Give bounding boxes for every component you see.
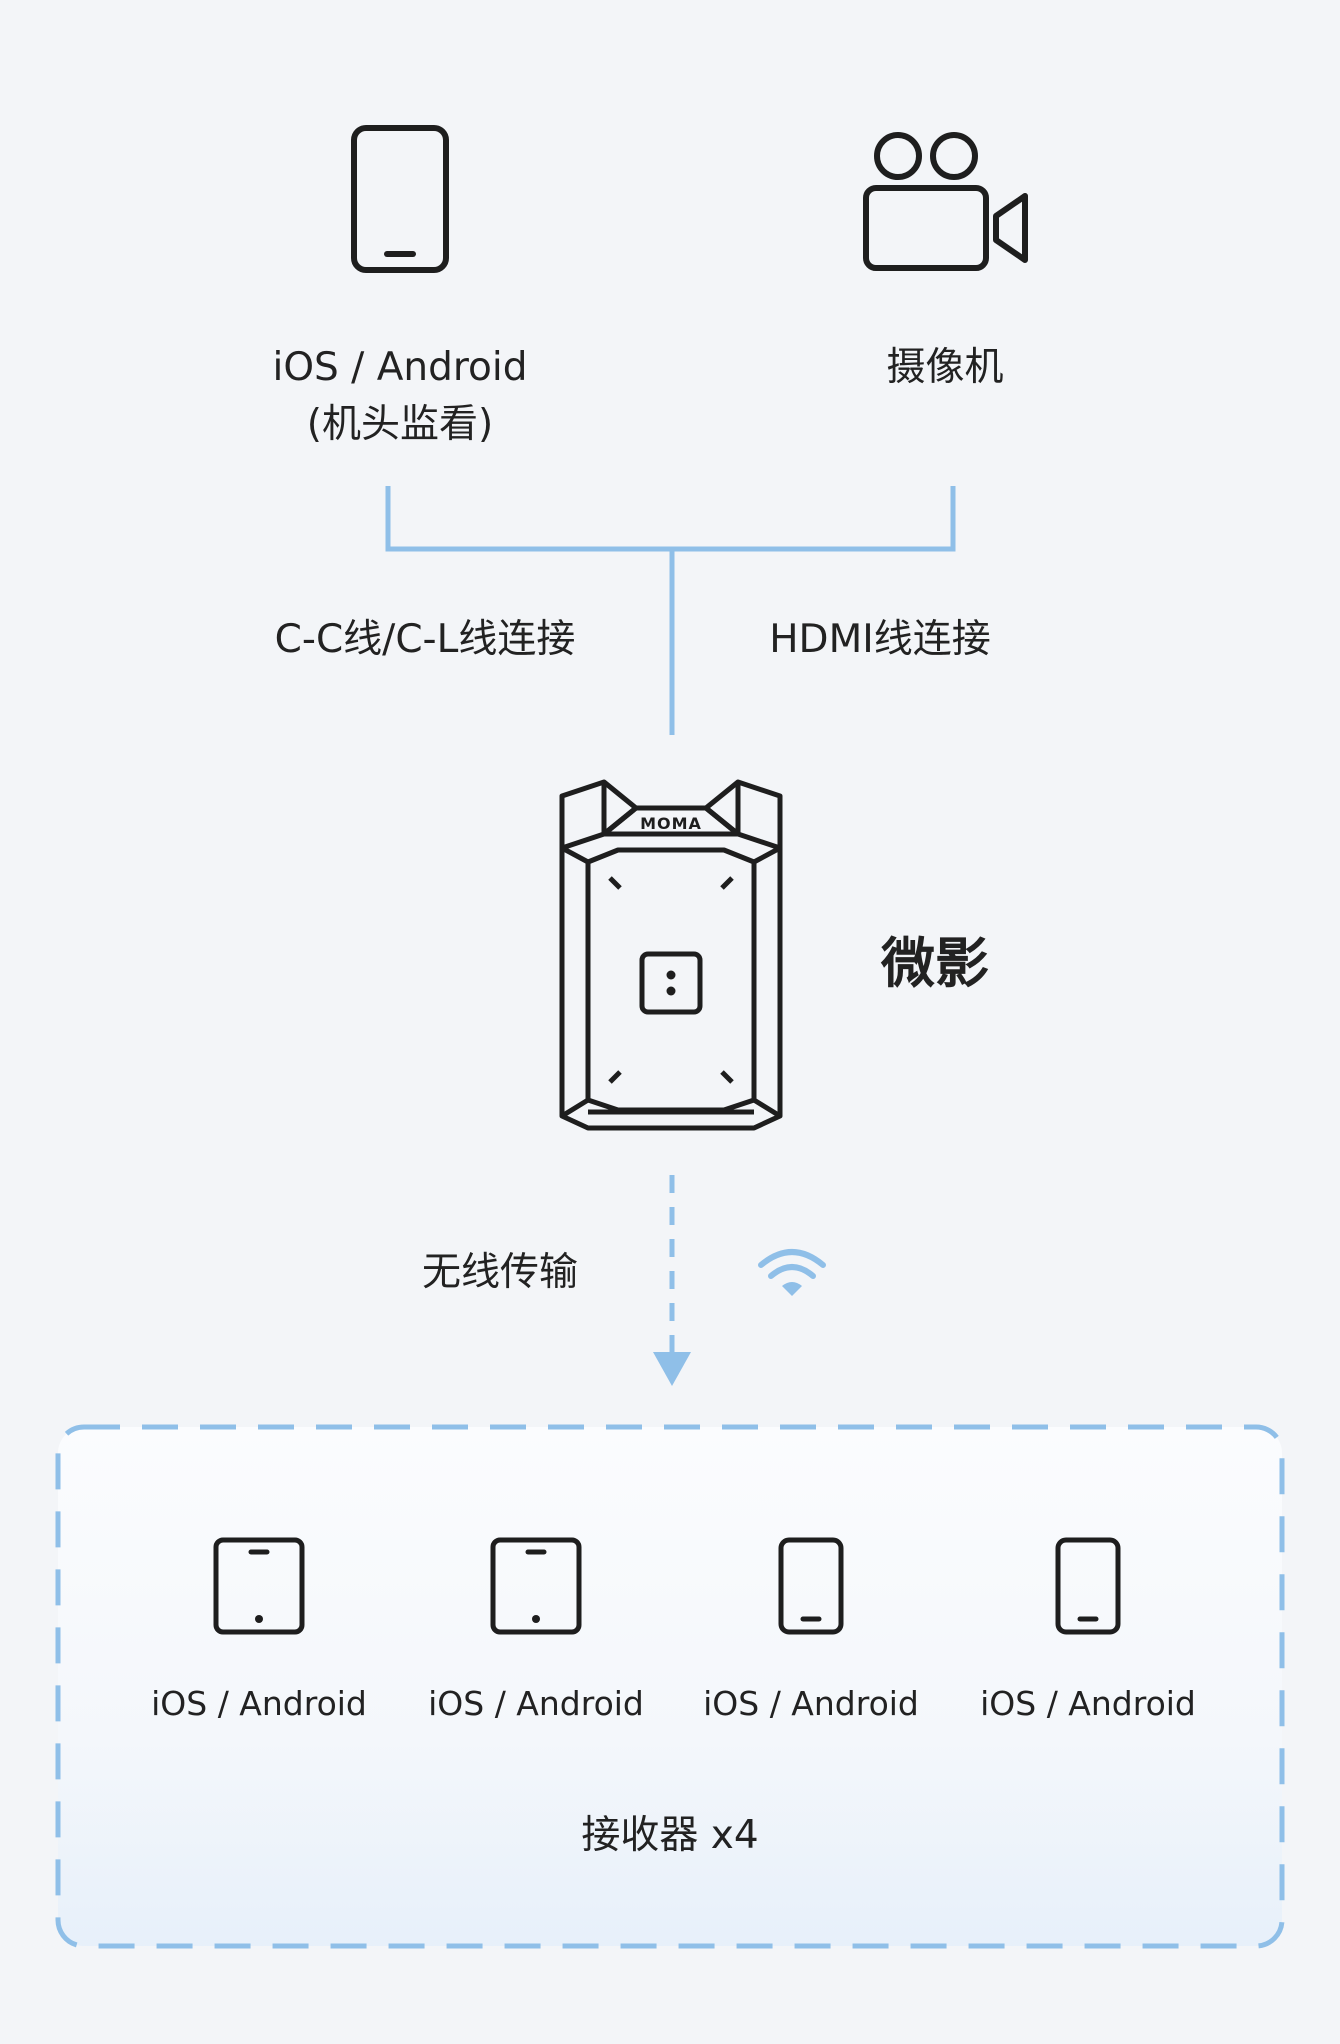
receiver-caption: 接收器 x4 <box>581 1813 759 1858</box>
video-camera-icon <box>863 132 1028 271</box>
receiver-label: iOS / Android <box>980 1684 1196 1723</box>
phone-icon <box>778 1537 844 1635</box>
phone-icon <box>351 125 449 273</box>
wifi-icon <box>758 1249 826 1296</box>
moma-device-icon: MOMA <box>559 779 783 1131</box>
wireless-label: 无线传输 <box>421 1250 578 1295</box>
tablet-icon <box>213 1537 305 1635</box>
phone-icon <box>1055 1537 1121 1635</box>
right-connection-label: HDMI线连接 <box>769 617 991 662</box>
tablet-icon <box>490 1537 582 1635</box>
phone-label-line2: (机头监看) <box>306 401 494 447</box>
receiver-label: iOS / Android <box>703 1684 919 1723</box>
receiver-label: iOS / Android <box>428 1684 644 1723</box>
receiver-label: iOS / Android <box>151 1684 367 1723</box>
device-name: 微影 <box>881 932 989 995</box>
phone-label-line1: iOS / Android <box>272 345 528 390</box>
receiver-group-box <box>58 1427 1282 1946</box>
device-logo: MOMA <box>640 814 702 833</box>
left-connection-label: C-C线/C-L线连接 <box>274 617 576 662</box>
connector-lines <box>385 486 956 1386</box>
camera-label: 摄像机 <box>886 345 1004 390</box>
phone-label: iOS / Android (机头监看) <box>200 340 600 453</box>
wireless-arrowhead <box>653 1352 691 1386</box>
